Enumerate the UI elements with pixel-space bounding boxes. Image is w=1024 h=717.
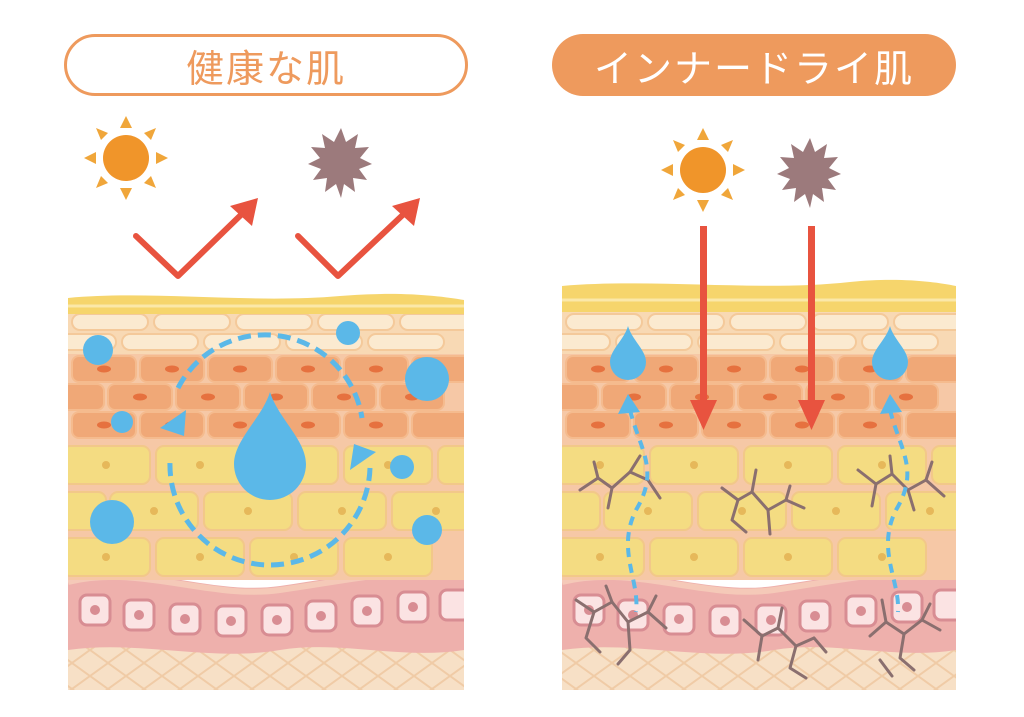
healthy-skin-title: 健康な肌 [185,46,346,91]
penetration-arrow-icon-2 [798,226,825,430]
stratum-corneum-right [562,279,956,312]
crack-icon [574,454,946,680]
inner-dry-skin-label: インナードライ肌 [552,34,956,96]
basal-cell-row [78,588,464,638]
escaping-drop-icon-right [872,326,908,380]
allergen-icon-right [777,138,841,208]
inner-dry-skin-title: インナードライ肌 [593,46,914,91]
moisture-bubbles [83,321,449,545]
stratum-corneum [68,293,464,314]
escaping-drop-icon-left [610,326,646,380]
sun-icon-right [661,128,745,212]
inner-dry-skin-cross-section [562,279,956,690]
healthy-skin-label: 健康な肌 [64,34,468,96]
bounce-arrow-icon-2 [295,207,411,279]
sun-icon [84,116,168,200]
moisture-circulation-arrows [167,332,373,568]
bounce-arrow-icon [133,207,249,279]
water-drop-icon [234,392,306,500]
allergen-icon [308,128,372,198]
penetration-arrow-icon [690,226,717,430]
evaporating-moisture-paths [625,409,910,613]
